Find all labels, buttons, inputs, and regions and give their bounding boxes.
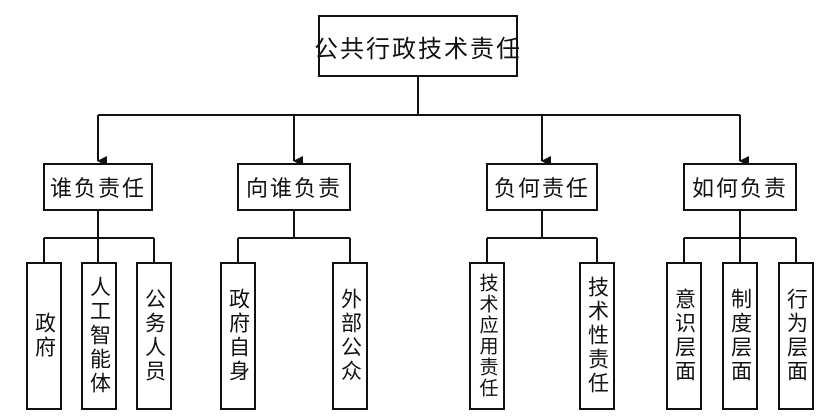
root-node-label: 公共行政技术责任 [314, 34, 522, 63]
leaf-node-government-itself: 政府自身 [220, 262, 256, 410]
leaf-node-label: 技术性责任 [585, 276, 610, 396]
branch-node-what-responsibility: 负何责任 [486, 163, 598, 211]
branch-node-who-responsible: 谁负责任 [43, 163, 153, 211]
leaf-node-civil-servants: 公务人员 [136, 262, 172, 410]
leaf-node-government: 政府 [26, 262, 62, 410]
leaf-node-institutional-level: 制度层面 [722, 262, 758, 410]
root-node: 公共行政技术责任 [314, 15, 520, 77]
leaf-node-label: 行为层面 [784, 288, 809, 384]
leaf-node-label: 制度层面 [728, 288, 753, 384]
branch-node-responsible-to-whom: 向谁负责 [237, 163, 351, 211]
leaf-node-label: 外部公众 [338, 288, 363, 384]
leaf-node-ai-agent: 人工智能体 [81, 262, 117, 410]
leaf-node-label: 政府 [32, 312, 57, 360]
branch-node-label: 如何负责 [691, 177, 788, 202]
leaf-node-label: 意识层面 [672, 288, 697, 384]
leaf-node-label: 人工智能体 [87, 276, 112, 396]
branch-node-label: 向谁负责 [245, 177, 342, 202]
leaf-node-technology-application-responsibility: 技术应用责任 [469, 262, 505, 410]
leaf-node-behavioral-level: 行为层面 [778, 262, 814, 410]
branch-node-label: 谁负责任 [49, 177, 146, 202]
leaf-node-label: 技术应用责任 [476, 273, 499, 399]
leaf-node-label: 政府自身 [226, 288, 251, 384]
branch-node-how-responsible: 如何负责 [683, 163, 797, 211]
branch-node-label: 负何责任 [493, 177, 590, 202]
leaf-node-label: 公务人员 [142, 288, 167, 384]
leaf-node-technical-responsibility: 技术性责任 [579, 262, 615, 410]
leaf-node-external-public: 外部公众 [332, 262, 368, 410]
leaf-node-awareness-level: 意识层面 [666, 262, 702, 410]
